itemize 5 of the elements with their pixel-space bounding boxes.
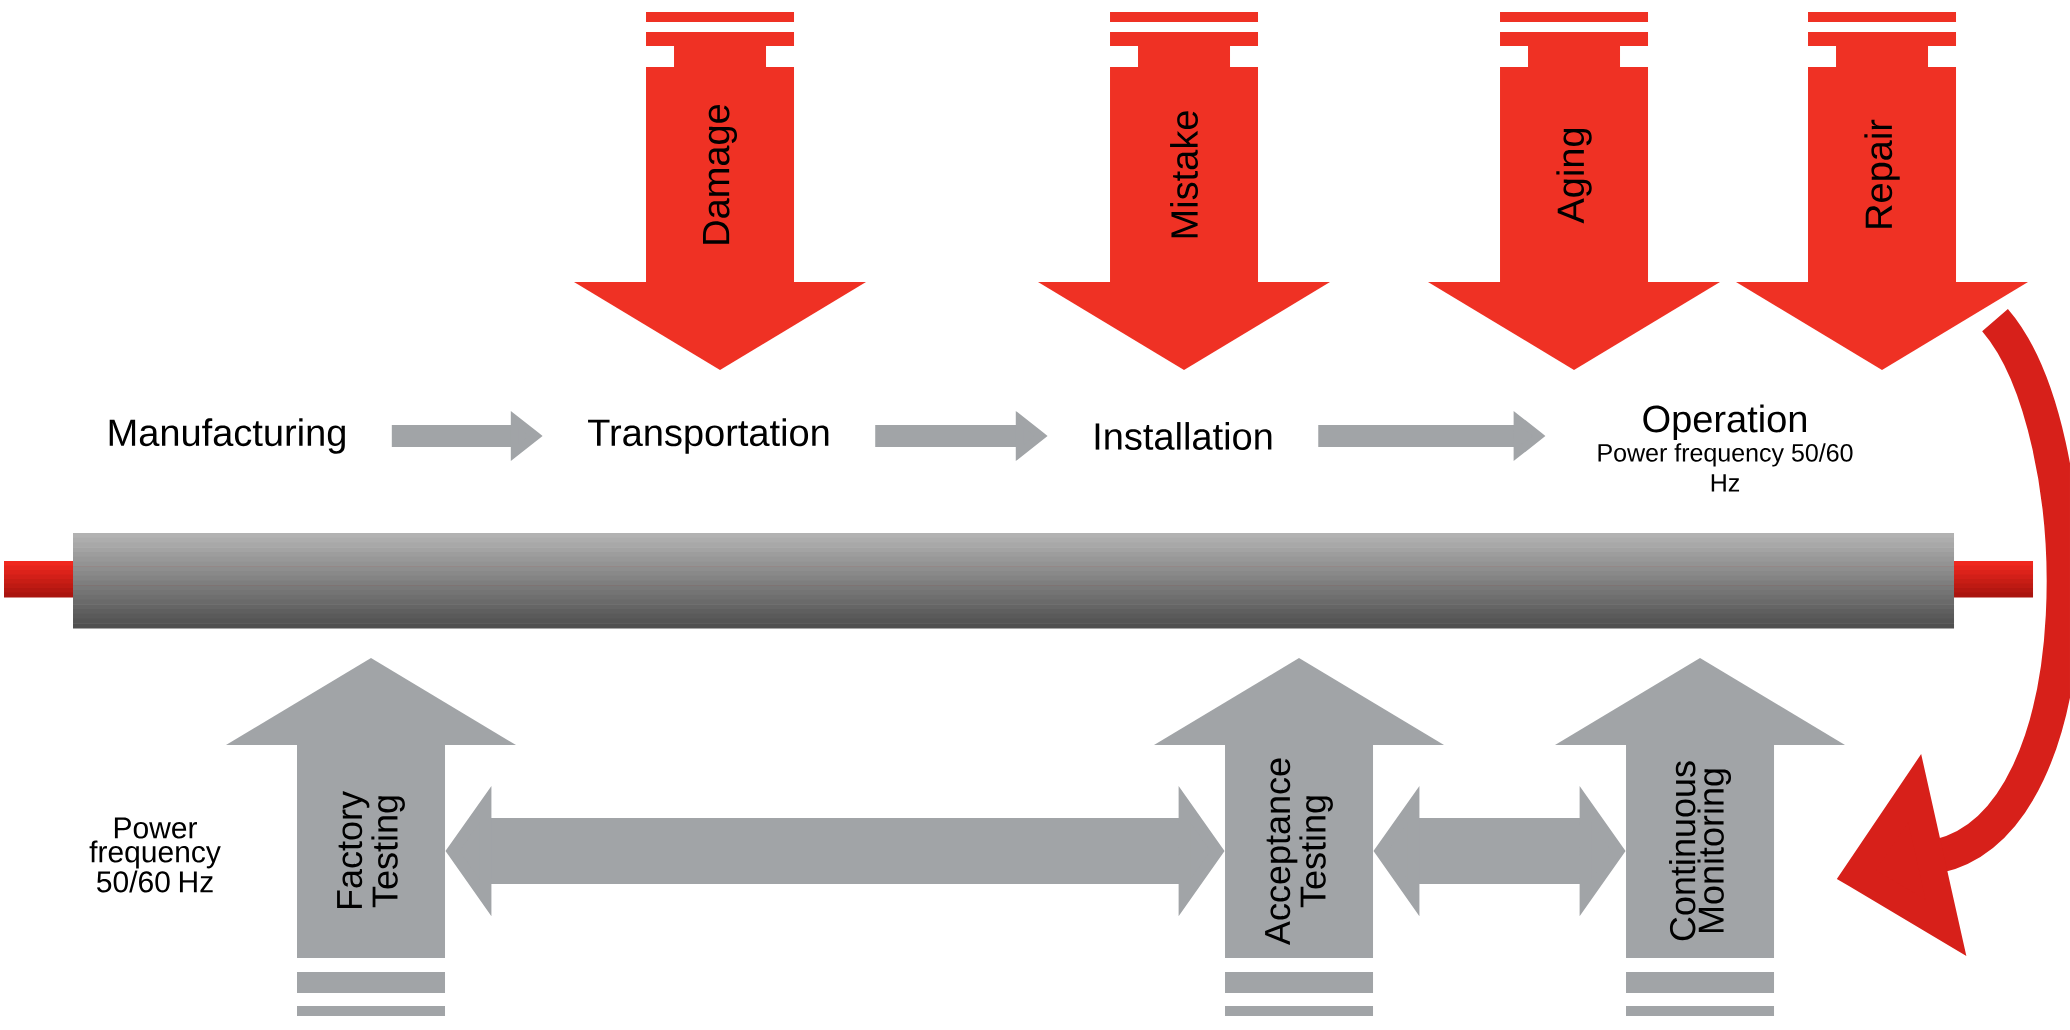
stage-label: Transportation [588,418,829,454]
stage-label: Operation Power frequency 50/60 Hz [1598,404,1853,492]
note-text: Power frequency 50/60 Hz [89,817,221,893]
stage-label: Installation [1095,422,1272,450]
stage-label: Manufacturing [109,418,345,454]
